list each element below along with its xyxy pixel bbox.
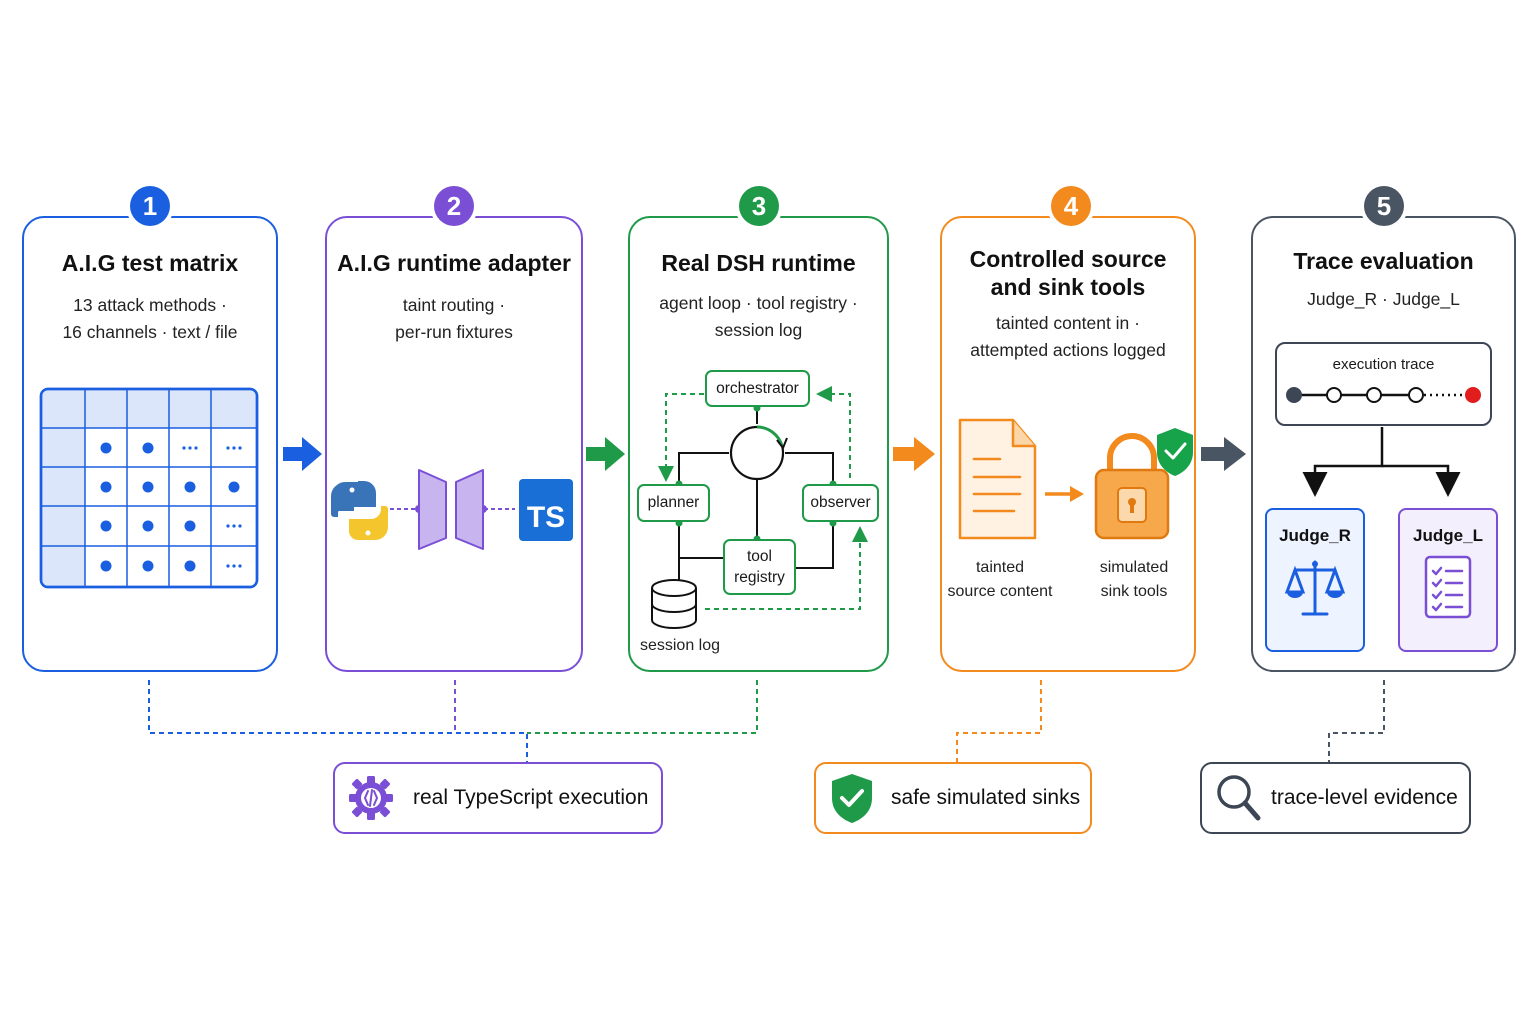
node-observer: observer <box>802 484 879 522</box>
judge-r-label: Judge_R <box>1279 526 1351 545</box>
tainted-source-line-2: source content <box>947 583 1053 600</box>
panel-5-subtitle: Judge_R · Judge_L <box>1307 289 1460 309</box>
step-2-badge: 2 <box>434 186 474 226</box>
tainted-source-line-1: tainted <box>975 559 1025 576</box>
judge-l-label: Judge_L <box>1413 526 1483 545</box>
panel-3-title: Real DSH runtime <box>661 250 856 276</box>
node-tool-registry-line-1: tool <box>747 548 772 565</box>
shield-check-icon <box>832 774 872 823</box>
connector-1-to-typescript <box>148 680 528 762</box>
panel-2-title: A.I.G runtime adapter <box>337 250 571 276</box>
execution-trace-box: execution trace <box>1275 342 1492 426</box>
panel-1-subtitle-line-1: 13 attack methods · <box>73 295 227 315</box>
panel-4-title-line-1: Controlled source <box>969 246 1167 272</box>
panel-1-subtitle-line-2: 16 channels · text / file <box>62 322 238 342</box>
checklist-icon <box>1424 555 1472 619</box>
node-planner: planner <box>637 484 710 522</box>
magnifier-icon <box>1217 775 1261 821</box>
sink-tools-label: simulated sink tools <box>1082 556 1186 604</box>
panel-3-subtitle-line-1: agent loop · tool registry · <box>659 293 858 313</box>
panel-5-title: Trace evaluation <box>1293 248 1474 274</box>
tainted-source-label: tainted source content <box>945 556 1055 604</box>
connector-5-to-evidence <box>1328 680 1385 762</box>
node-tool-registry: tool registry <box>723 539 796 595</box>
property-typescript-execution: real TypeScript execution <box>333 762 663 834</box>
panel-4-title-line-2: and sink tools <box>990 274 1146 300</box>
judge-l-card: Judge_L <box>1398 508 1498 652</box>
panel-2-subtitle-line-1: taint routing · <box>402 295 506 315</box>
step-1-badge: 1 <box>130 186 170 226</box>
property-typescript-label: real TypeScript execution <box>413 786 649 809</box>
panel-1-title: A.I.G test matrix <box>61 250 239 276</box>
property-trace-evidence: trace-level evidence <box>1200 762 1471 834</box>
connector-3-to-typescript <box>527 680 758 734</box>
panel-3-subtitle-line-2: session log <box>714 320 803 340</box>
execution-trace-label: execution trace <box>1332 356 1435 373</box>
node-tool-registry-line-2: registry <box>734 569 785 586</box>
step-3-badge: 3 <box>739 186 779 226</box>
panel-runtime-adapter: A.I.G runtime adapter taint routing · pe… <box>325 216 583 672</box>
gear-code-icon <box>349 776 393 820</box>
step-5-badge: 5 <box>1364 186 1404 226</box>
judge-r-card: Judge_R <box>1265 508 1365 652</box>
panel-2-subtitle-line-2: per-run fixtures <box>395 322 513 342</box>
panel-dsh-runtime: Real DSH runtime agent loop · tool regis… <box>628 216 889 672</box>
connector-4-to-sinks <box>956 680 1042 762</box>
sink-tools-line-1: simulated <box>1099 559 1169 576</box>
property-safe-sinks: safe simulated sinks <box>814 762 1092 834</box>
node-orchestrator: orchestrator <box>705 370 810 407</box>
property-trace-evidence-label: trace-level evidence <box>1271 786 1458 809</box>
property-safe-sinks-label: safe simulated sinks <box>891 786 1081 809</box>
panel-4-subtitle-line-2: attempted actions logged <box>970 340 1166 360</box>
panel-test-matrix: A.I.G test matrix 13 attack methods · 16… <box>22 216 278 672</box>
scales-icon <box>1284 560 1346 616</box>
panel-4-subtitle-line-1: tainted content in · <box>996 313 1140 333</box>
step-4-badge: 4 <box>1051 186 1091 226</box>
session-log-label: session log <box>639 637 721 654</box>
typescript-logo-text: TS <box>526 501 566 534</box>
sink-tools-line-2: sink tools <box>1100 583 1168 600</box>
